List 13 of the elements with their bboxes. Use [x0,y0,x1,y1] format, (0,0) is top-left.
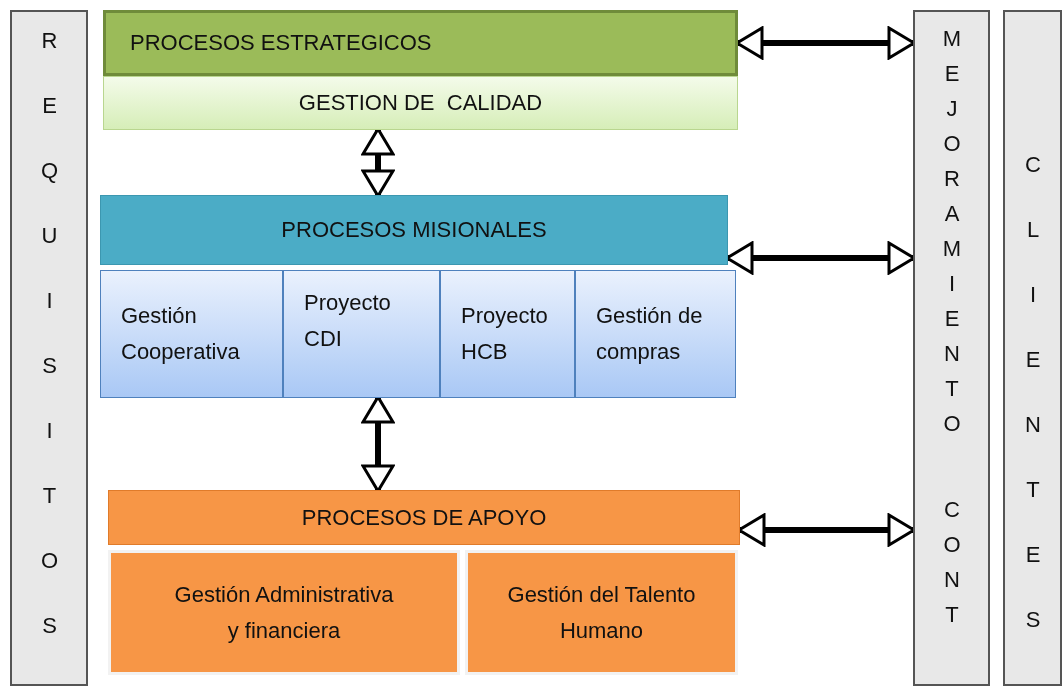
process-box: GESTION DE CALIDAD [103,76,738,130]
process-box: Gestión del Talento Humano [465,550,738,675]
process-box: Gestión Cooperativa [100,270,283,398]
process-box: Proyecto HCB [440,270,575,398]
vertical-band: MEJORAMIENTO CONT [913,10,990,686]
process-box: Gestión de compras [575,270,736,398]
process-header: PROCESOS DE APOYO [108,490,740,545]
process-box: Gestión Administrativa y financiera [108,550,460,675]
process-header: PROCESOS ESTRATEGICOS [103,10,738,76]
process-header: PROCESOS MISIONALES [100,195,728,265]
vertical-band: REQUISITOS [10,10,88,686]
vertical-band: CLIENTES [1003,10,1062,686]
process-box: Proyecto CDI [283,270,440,398]
